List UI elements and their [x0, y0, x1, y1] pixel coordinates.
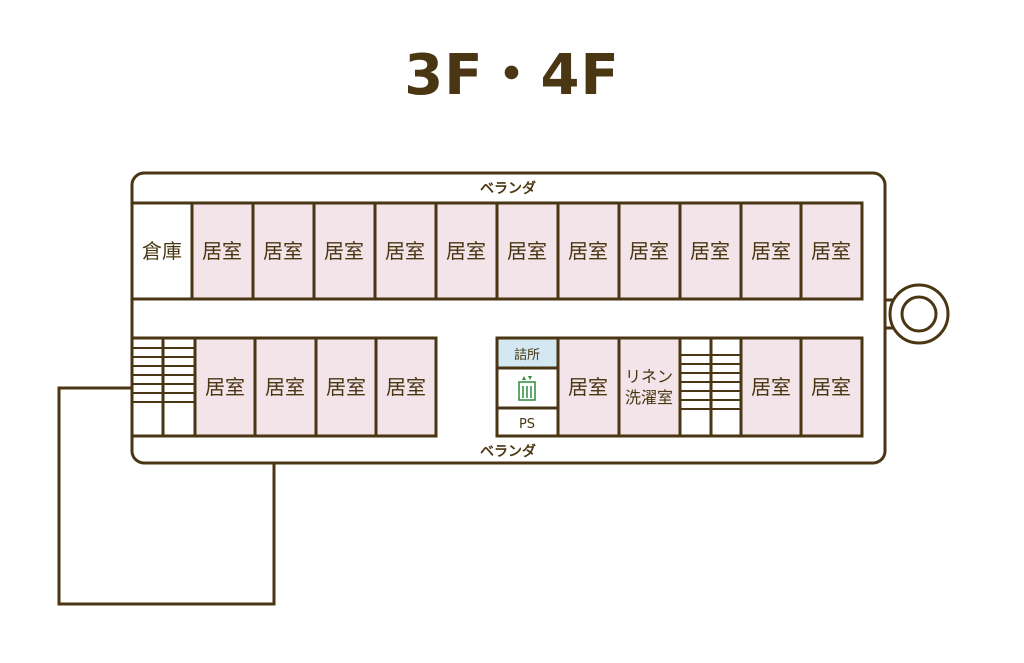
room-storage: 倉庫: [130, 201, 194, 301]
room-top-6: 居室: [495, 201, 560, 301]
ps-label: PS: [519, 417, 535, 432]
room-top-10: 居室: [739, 201, 803, 301]
room-bottom-4: 居室: [374, 336, 438, 438]
room-label: 居室: [324, 239, 364, 263]
circular-exit-icon: [883, 283, 950, 345]
room-top-8: 居室: [617, 201, 682, 301]
room-label: 居室: [629, 239, 669, 263]
room-top-1: 居室: [190, 201, 255, 301]
veranda-bottom-label: ベランダ: [480, 443, 536, 460]
veranda-top-label: ベランダ: [480, 180, 536, 197]
room-label: 居室: [205, 375, 245, 399]
room-label: 居室: [385, 239, 425, 263]
room-top-11: 居室: [799, 201, 864, 301]
room-top-3: 居室: [312, 201, 377, 301]
room-label: 居室: [811, 239, 851, 263]
room-top-5: 居室: [434, 201, 499, 301]
staircase-right: [678, 336, 743, 438]
room-top-4: 居室: [373, 201, 438, 301]
room-bottom-5: 居室: [556, 336, 621, 438]
storage-label: 倉庫: [142, 239, 182, 263]
room-label: 居室: [326, 375, 366, 399]
room-label: 居室: [568, 375, 608, 399]
room-label: 居室: [690, 239, 730, 263]
staff-station-label: 詰所: [514, 347, 540, 363]
staff-station: 詰所: [495, 336, 560, 370]
room-bottom-3: 居室: [314, 336, 378, 438]
floor-title: 3F・4F: [404, 43, 620, 108]
staircase-left: [132, 338, 195, 436]
room-bottom-2: 居室: [253, 336, 318, 438]
external-stair-outline: [57, 386, 276, 606]
room-label: 居室: [811, 375, 851, 399]
room-top-7: 居室: [556, 201, 621, 301]
room-label: 居室: [263, 239, 303, 263]
room-label: 居室: [265, 375, 305, 399]
linen-label-line2: 洗濯室: [625, 388, 673, 407]
linen-laundry-room: リネン 洗濯室: [617, 336, 682, 438]
room-label: 居室: [751, 375, 791, 399]
room-label: 居室: [751, 239, 791, 263]
room-label: 居室: [386, 375, 426, 399]
room-bottom-6: 居室: [739, 336, 803, 438]
room-label: 居室: [568, 239, 608, 263]
room-bottom-7: 居室: [799, 336, 864, 438]
pipe-space: PS: [495, 406, 560, 438]
linen-label-line1: リネン: [625, 367, 673, 386]
room-top-2: 居室: [251, 201, 316, 301]
room-top-9: 居室: [678, 201, 743, 301]
room-label: 居室: [202, 239, 242, 263]
elevator: [495, 366, 560, 410]
room-label: 居室: [507, 239, 547, 263]
room-bottom-1: 居室: [193, 336, 257, 438]
room-label: 居室: [446, 239, 486, 263]
elevator-icon: [518, 376, 536, 401]
